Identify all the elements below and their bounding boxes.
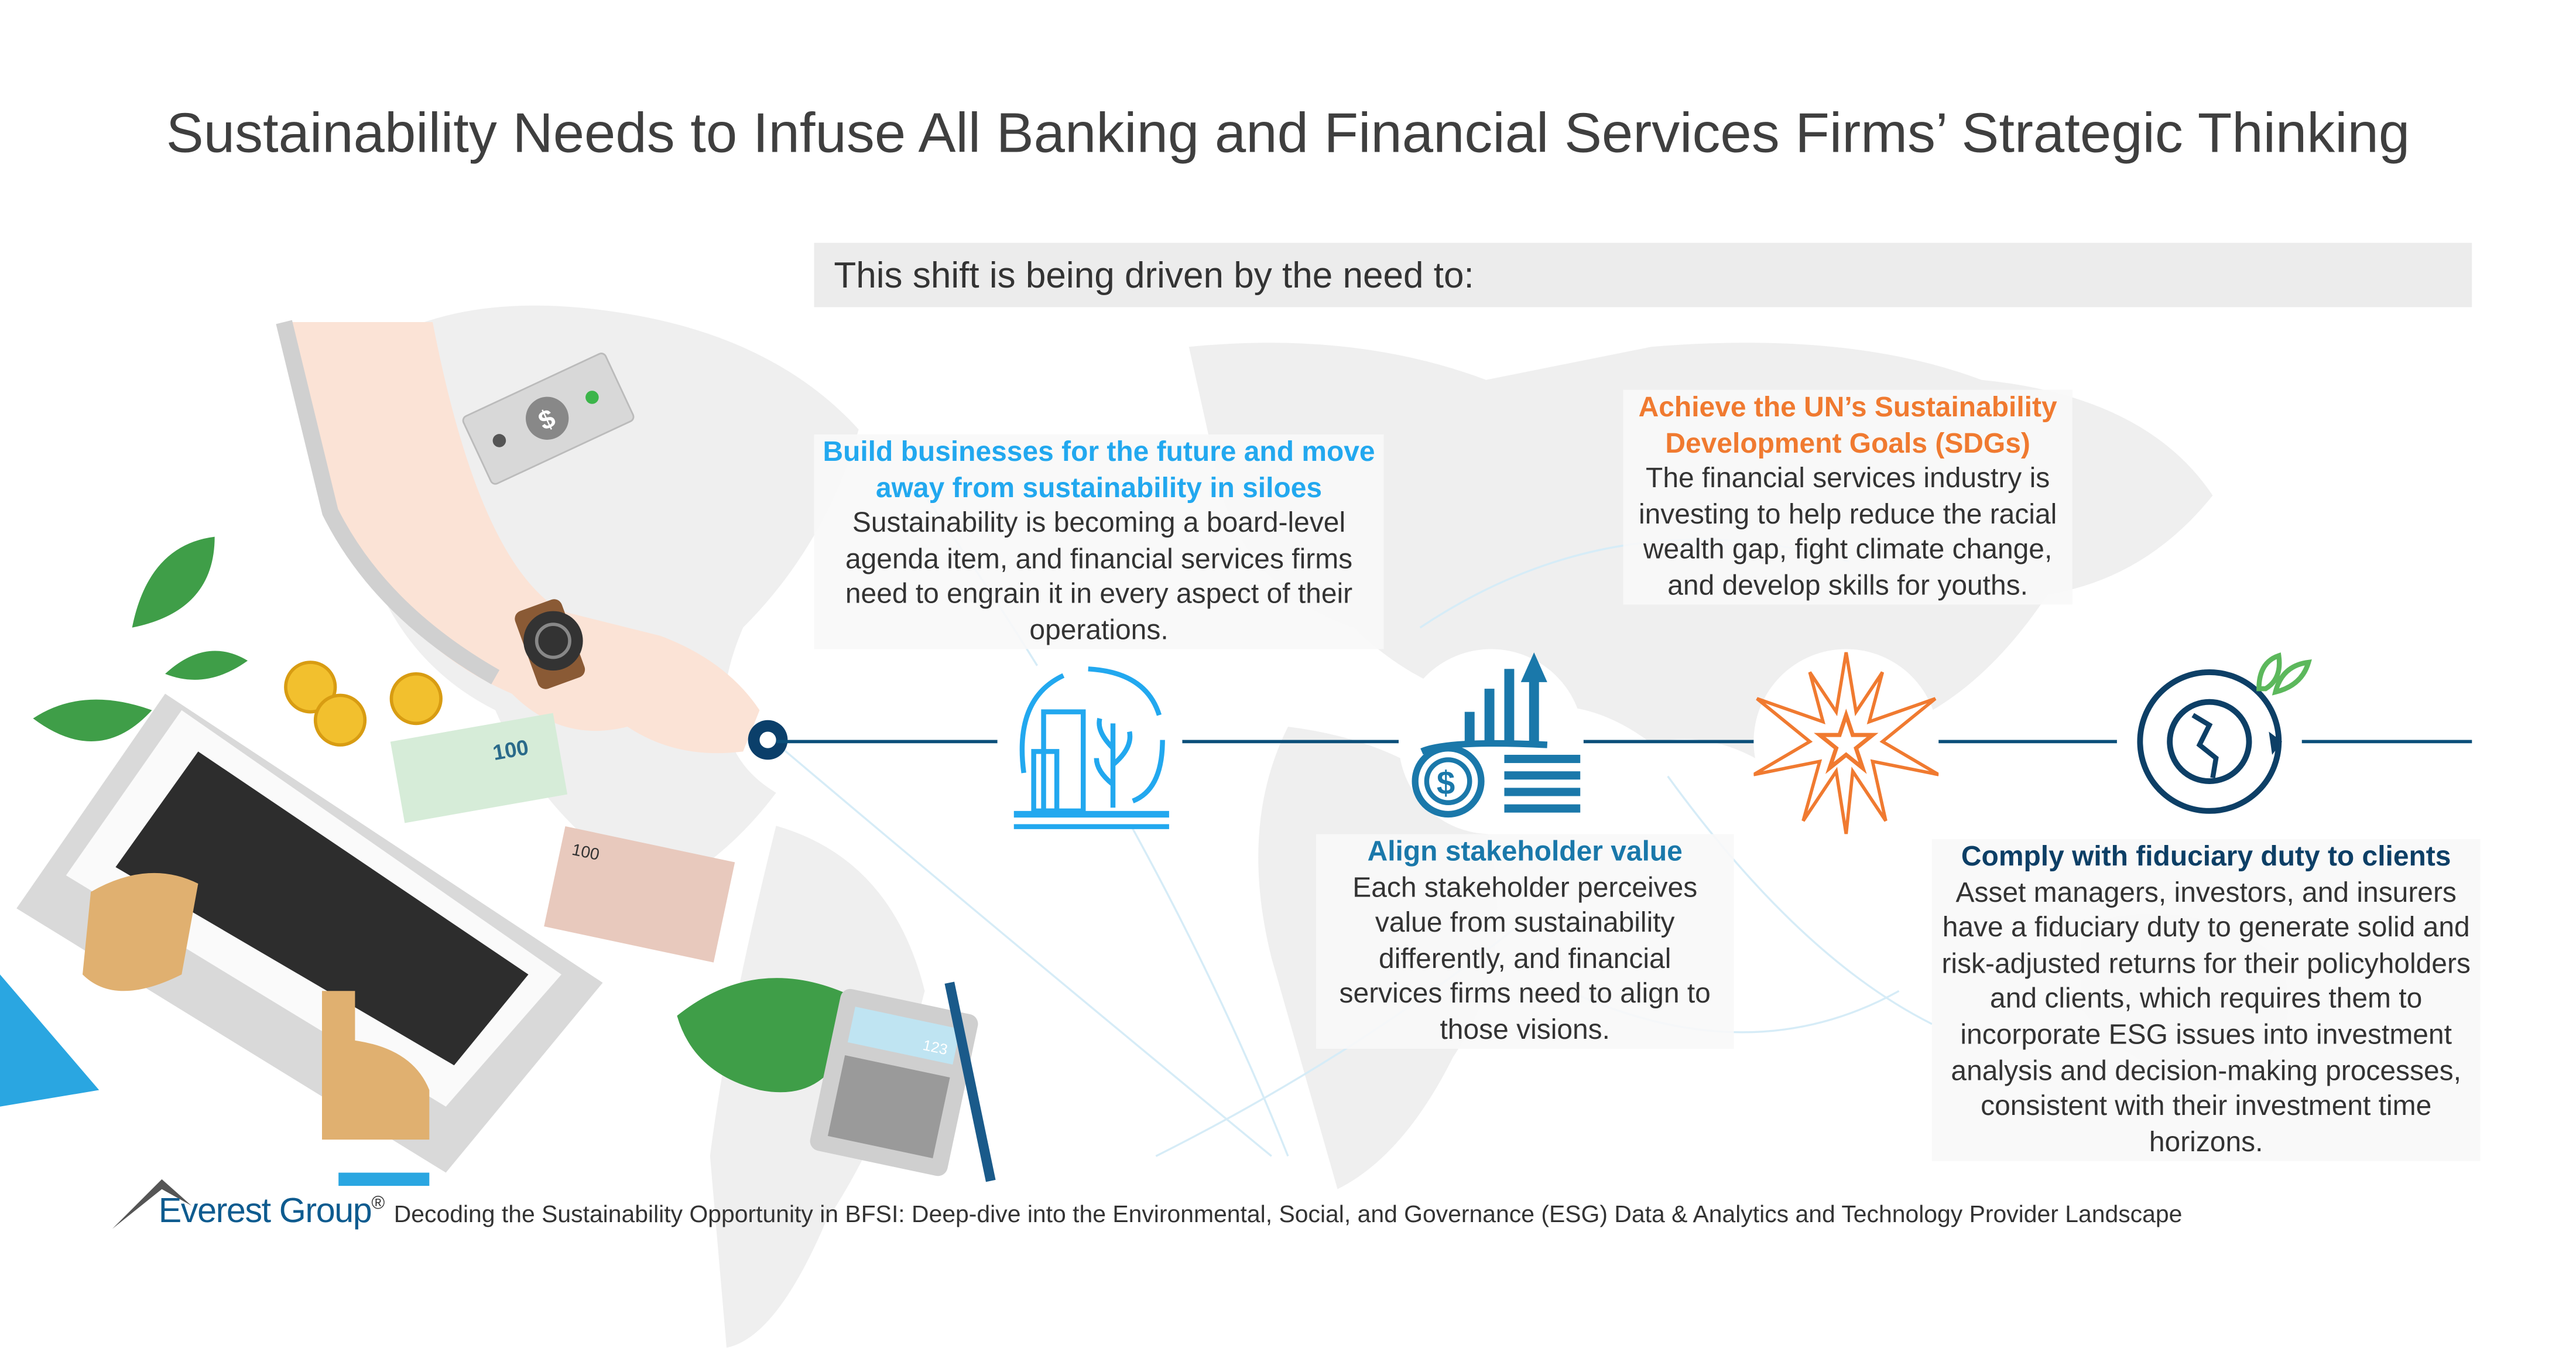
driver-card-future-business: Build businesses for the future and move…: [814, 434, 1384, 649]
footer: Everest Group® Decoding the Sustainabili…: [112, 1176, 2183, 1232]
driver-heading: Achieve the UN’s Sustainability Developm…: [1638, 391, 2057, 459]
finance-illustration: $ 100 100 123: [0, 320, 996, 1186]
svg-text:$: $: [1437, 765, 1455, 802]
watch-icon: [523, 611, 583, 671]
driver-body: Asset managers, investors, and insurers …: [1941, 876, 2471, 1158]
driver-heading: Align stakeholder value: [1367, 836, 1683, 867]
driver-heading: Comply with fiduciary duty to clients: [1961, 840, 2451, 873]
driver-card-stakeholder-value: Align stakeholder value Each stakeholder…: [1316, 834, 1734, 1048]
banknote-100-icon: 100: [544, 826, 735, 963]
intro-banner: This shift is being driven by the need t…: [814, 242, 2472, 307]
globe-cycle-leaf-icon: [2137, 652, 2312, 814]
laptop-icon: [0, 693, 603, 1173]
driver-icon-circle: [997, 649, 1183, 834]
timeline-line: [776, 740, 2472, 744]
city-sustainability-cycle-icon: [1013, 666, 1169, 829]
driver-icon-circle: $: [1398, 649, 1584, 834]
driver-heading: Build businesses for the future and move…: [823, 436, 1375, 504]
hand: [321, 991, 430, 1140]
footer-source: Decoding the Sustainability Opportunity …: [393, 1202, 2183, 1229]
calculator-icon: 123: [810, 988, 978, 1176]
driver-body: Sustainability is becoming a board-level…: [845, 507, 1353, 646]
intro-text: This shift is being driven by the need t…: [834, 254, 1474, 296]
driver-icon-circle: [1752, 649, 1940, 834]
everest-group-logo-mark: [112, 1179, 192, 1229]
banknote-icon: $: [462, 353, 635, 485]
leaf-icon: [165, 651, 248, 680]
dollar-growth-chart-icon: $: [1412, 652, 1581, 818]
banknote-100-icon: 100: [390, 713, 568, 823]
leaf-icon: [677, 978, 859, 1093]
driver-icon-circle: [2116, 649, 2312, 834]
page-title: Sustainability Needs to Infuse All Banki…: [166, 102, 2410, 166]
leaf-icon: [2256, 652, 2312, 696]
hand: [83, 873, 198, 991]
coins-icon: [284, 661, 443, 747]
driver-body: Each stakeholder perceives value from su…: [1339, 871, 1711, 1046]
arm: [284, 321, 760, 754]
driver-body: The financial services industry is inves…: [1638, 463, 2057, 601]
leaf-icon: [132, 536, 215, 628]
driver-card-un-sdgs: Achieve the UN’s Sustainability Developm…: [1623, 389, 2073, 605]
registered-mark: ®: [371, 1194, 385, 1214]
pen-icon: [944, 981, 996, 1182]
driver-card-fiduciary-duty: Comply with fiduciary duty to clients As…: [1931, 839, 2481, 1161]
starburst-icon: [1752, 652, 1940, 834]
leaf-icon: [33, 699, 152, 741]
logo-text: Everest Group: [158, 1192, 372, 1231]
everest-group-logo: Everest Group®: [158, 1184, 385, 1232]
